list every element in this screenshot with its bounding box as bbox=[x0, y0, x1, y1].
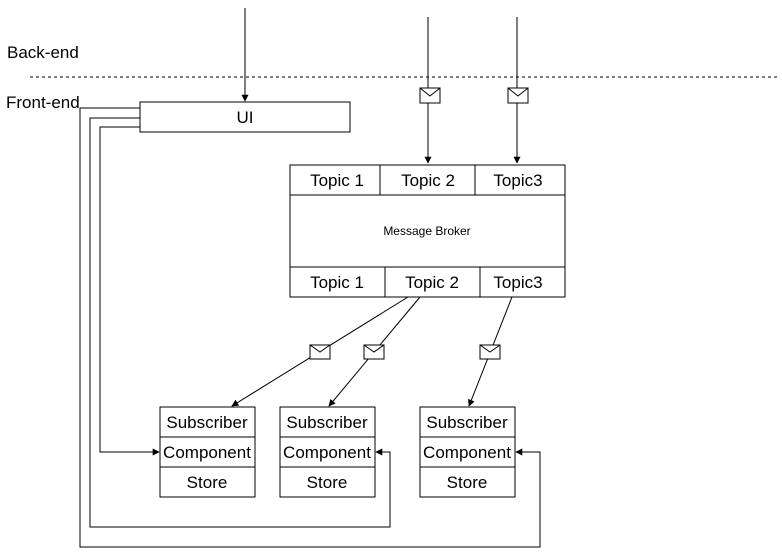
subscriber-box-3: Subscriber Component Store bbox=[419, 406, 516, 498]
ui-to-component2-connector bbox=[89, 117, 391, 528]
store-label: Store bbox=[307, 473, 348, 492]
component-label: Component bbox=[163, 443, 251, 462]
frontend-label: Front-end bbox=[6, 93, 80, 112]
subscriber-label: Subscriber bbox=[166, 413, 248, 432]
ui-to-component1-connector bbox=[99, 126, 160, 456]
message-broker: Topic 1 Topic 2 Topic3 Message Broker To… bbox=[289, 164, 566, 298]
store-label: Store bbox=[187, 473, 228, 492]
component-label: Component bbox=[283, 443, 371, 462]
envelope-icon bbox=[419, 87, 441, 104]
broker-bottom-topic: Topic3 bbox=[493, 273, 542, 292]
envelope-icon bbox=[309, 344, 331, 360]
envelope-icon bbox=[479, 344, 501, 360]
ui-label: UI bbox=[237, 108, 254, 127]
broker-top-topic: Topic3 bbox=[493, 171, 542, 190]
ui-box bbox=[139, 101, 351, 133]
envelope-icon bbox=[507, 87, 529, 104]
component-label: Component bbox=[423, 443, 511, 462]
broker-top-topic: Topic 2 bbox=[401, 171, 455, 190]
broker-bottom-topic: Topic 2 bbox=[405, 273, 459, 292]
subscriber-label: Subscriber bbox=[426, 413, 508, 432]
broker-top-topic: Topic 1 bbox=[310, 171, 364, 190]
subscriber-box-2: Subscriber Component Store bbox=[279, 406, 376, 498]
backend-label: Back-end bbox=[7, 43, 79, 62]
broker-bottom-topic: Topic 1 bbox=[310, 273, 364, 292]
broker-center-label: Message Broker bbox=[383, 224, 470, 238]
envelope-icon bbox=[363, 344, 385, 360]
subscriber-box-1: Subscriber Component Store bbox=[159, 406, 256, 498]
ui-to-component3-connector bbox=[79, 107, 541, 548]
store-label: Store bbox=[447, 473, 488, 492]
subscriber-label: Subscriber bbox=[286, 413, 368, 432]
